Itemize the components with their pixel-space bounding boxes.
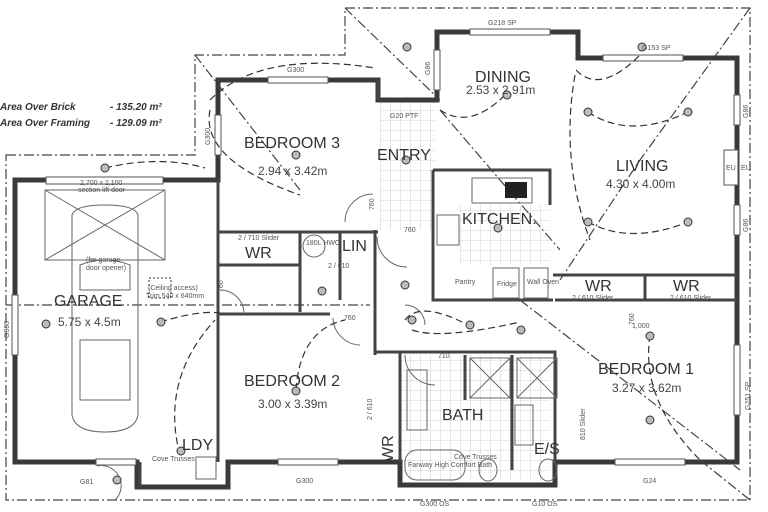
opener-note: (for garage	[86, 257, 120, 264]
window-g10os: G10 OS	[532, 501, 558, 508]
room-linen: LIN	[342, 238, 367, 255]
room-bedroom-3: BEDROOM 3	[244, 135, 340, 152]
pantry: Pantry	[455, 279, 476, 286]
window-g24: G24	[643, 478, 656, 485]
car-outline	[44, 189, 166, 433]
window-g218: G218 SP	[488, 20, 517, 27]
window-g86-living-2: G86	[743, 219, 750, 232]
bath-cove: Cove Trusses	[454, 454, 497, 461]
window-g300-garage: G300	[4, 321, 11, 338]
ceiling-access-size: Trim 540 x 640mm	[146, 293, 204, 300]
ceiling-access	[148, 277, 172, 299]
window-g251: G251 SP	[745, 381, 752, 410]
door-710-bath: 710	[438, 353, 450, 360]
lin-doors: 2 / 610	[328, 263, 350, 270]
room-bedroom-3-size: 2.94 x 3.42m	[258, 164, 327, 178]
room-bedroom-1-size: 3.27 x 3.62m	[612, 381, 681, 395]
dimension-1000: 1,000	[632, 323, 650, 330]
window-g86-living-1: G86	[743, 105, 750, 118]
eu-2: EU	[741, 165, 751, 172]
interior-walls	[138, 80, 737, 487]
door-760-bed2: 760	[344, 315, 356, 322]
room-ensuite: E/S	[534, 441, 560, 458]
room-wr-bed1-b: WR	[673, 278, 700, 295]
window-g300-bed3: G300	[205, 128, 212, 145]
room-bath: BATH	[442, 407, 483, 424]
area-over-framing-value: - 129.09 m²	[110, 118, 162, 129]
door-760-bed3: 760	[369, 198, 376, 210]
room-bedroom-2: BEDROOM 2	[244, 373, 340, 390]
wall-oven: Wall Oven	[527, 279, 559, 286]
garage-door-size: 2,700 x 2,100	[80, 180, 123, 187]
eu-1: EU	[726, 165, 736, 172]
door-swings	[96, 193, 436, 501]
laundry-cove: Cove Trusses	[152, 456, 195, 463]
room-dining-size: 2.53 x 2.91m	[466, 83, 535, 97]
room-living: LIVING	[616, 158, 668, 175]
window-g300-bed2: G300	[296, 478, 313, 485]
window-g300os: G300 OS	[420, 501, 450, 508]
room-garage-size: 5.75 x 4.5m	[58, 315, 121, 329]
wr1-slider: 2 / 710 Slider	[238, 235, 280, 242]
kitchen-tiles	[460, 205, 550, 265]
window-g86-dining: G86	[425, 62, 432, 75]
room-garage: GARAGE	[54, 293, 122, 310]
ceiling-access-note: (Ceiling access)	[148, 285, 198, 292]
fridge: Fridge	[497, 281, 517, 288]
area-over-framing-label: Area Over Framing	[0, 118, 90, 129]
room-bedroom-1: BEDROOM 1	[598, 361, 694, 378]
room-laundry: LDY	[182, 437, 213, 454]
entry-tiles	[380, 100, 435, 230]
door-760-garage: 760	[218, 280, 225, 292]
area-over-brick-label: Area Over Brick	[0, 102, 76, 113]
electrical-wiring	[104, 54, 701, 461]
opener-note-2: door opener)	[86, 265, 126, 272]
bath-tiles	[400, 355, 550, 480]
ensuite-slider: 810 Slider	[580, 408, 587, 440]
room-entry: ENTRY	[377, 147, 431, 164]
windows	[11, 28, 741, 466]
window-g300-top: G300	[287, 67, 304, 74]
room-dining: DINING	[475, 69, 531, 86]
room-kitchen: KITCHEN.	[462, 211, 537, 228]
bathroom-fixtures	[195, 357, 558, 482]
wr4-slider: 2 / 610 Slider	[670, 295, 712, 302]
window-g20: G20 PTF	[390, 113, 418, 120]
window-g153: G153 SP	[642, 45, 671, 52]
room-living-size: 4.30 x 4.00m	[606, 177, 675, 191]
room-wr-bed3: WR	[245, 245, 272, 262]
door-760-entry: 760	[404, 227, 416, 234]
kitchen-fixtures	[302, 177, 549, 299]
window-g81: G81	[80, 479, 93, 486]
bath-model: Fanway High Comfort Bath	[408, 462, 492, 469]
area-over-brick-value: - 135.20 m²	[110, 102, 162, 113]
wr2-doors: 2 / 610	[367, 398, 374, 420]
wr3-slider: 2 / 610 Slider	[572, 295, 614, 302]
door-760-bed1: 760	[629, 313, 636, 325]
room-wr-bed2: WR	[380, 435, 397, 462]
light-fixtures	[41, 42, 693, 485]
garage-door-type: section lift door	[78, 187, 126, 194]
room-bedroom-2-size: 3.00 x 3.39m	[258, 397, 327, 411]
hwc: 180L HWC	[306, 240, 340, 247]
room-wr-bed1-a: WR	[585, 278, 612, 295]
